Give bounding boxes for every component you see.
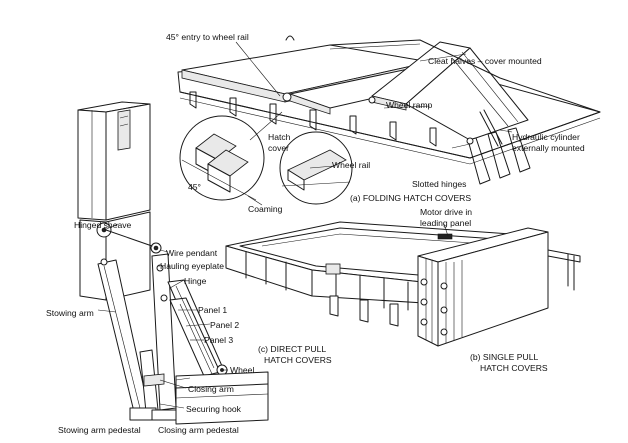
- caption-single-pull-line2: HATCH COVERS: [480, 363, 548, 373]
- caption-direct-pull-line1: (c) DIRECT PULL: [258, 344, 326, 354]
- label-hinge: Hinge: [184, 276, 207, 286]
- folding-hatch-cover-drawing: [177, 35, 601, 206]
- detail-circle-cleat: [179, 115, 265, 201]
- label-wheel-rail: Wheel rail: [332, 160, 370, 170]
- captions: (a) FOLDING HATCH COVERS (c) DIRECT PULL…: [258, 193, 548, 373]
- direct-pull-hatch-cover-drawing: [77, 101, 269, 425]
- label-hydraulic-line1: Hydraulic cylinder: [512, 132, 580, 142]
- caption-direct-pull-line2: HATCH COVERS: [264, 355, 332, 365]
- coaming-fins: [189, 91, 531, 185]
- labels: 45° entry to wheel rail Cleat halves – c…: [46, 32, 585, 435]
- label-hatch-cover-line2: cover: [268, 143, 289, 153]
- label-hatch-cover-line1: Hatch: [268, 132, 291, 142]
- caption-single-pull-line1: (b) SINGLE PULL: [470, 352, 539, 362]
- label-closing-arm-pedestal: Closing arm pedestal: [158, 425, 239, 435]
- label-panel-3: Panel 3: [204, 335, 233, 345]
- label-angle-45: 45°: [188, 182, 201, 192]
- single-pull-hatch-cover-drawing: [225, 221, 581, 347]
- label-securing-hook: Securing hook: [186, 404, 242, 414]
- label-stowing-arm: Stowing arm: [46, 308, 94, 318]
- label-hauling-eyeplate: Hauling eyeplate: [160, 261, 224, 271]
- label-cleat-halves: Cleat halves – cover mounted: [428, 56, 542, 66]
- label-entry-wheel-rail: 45° entry to wheel rail: [166, 32, 249, 42]
- label-panel-2: Panel 2: [210, 320, 239, 330]
- label-motor-drive-line1: Motor drive in: [420, 207, 472, 217]
- label-slotted-hinges: Slotted hinges: [412, 179, 466, 189]
- label-panel-1: Panel 1: [198, 305, 227, 315]
- caption-folding-hatch-covers: (a) FOLDING HATCH COVERS: [350, 193, 471, 203]
- label-wheel: Wheel: [230, 365, 254, 375]
- label-coaming: Coaming: [248, 204, 283, 214]
- detail-circle-wheel-rail: [279, 131, 353, 205]
- label-stowing-arm-pedestal: Stowing arm pedestal: [58, 425, 141, 435]
- label-motor-drive-line2: leading panel: [420, 218, 471, 228]
- coaming-stiffeners: [245, 251, 409, 311]
- label-hydraulic-line2: externally mounted: [512, 143, 585, 153]
- label-wire-pendant: Wire pendant: [166, 248, 218, 258]
- label-hinged-sheave: Hinged sheave: [74, 220, 132, 230]
- label-wheel-ramp: Wheel ramp: [386, 100, 433, 110]
- label-closing-arm: Closing arm: [188, 384, 234, 394]
